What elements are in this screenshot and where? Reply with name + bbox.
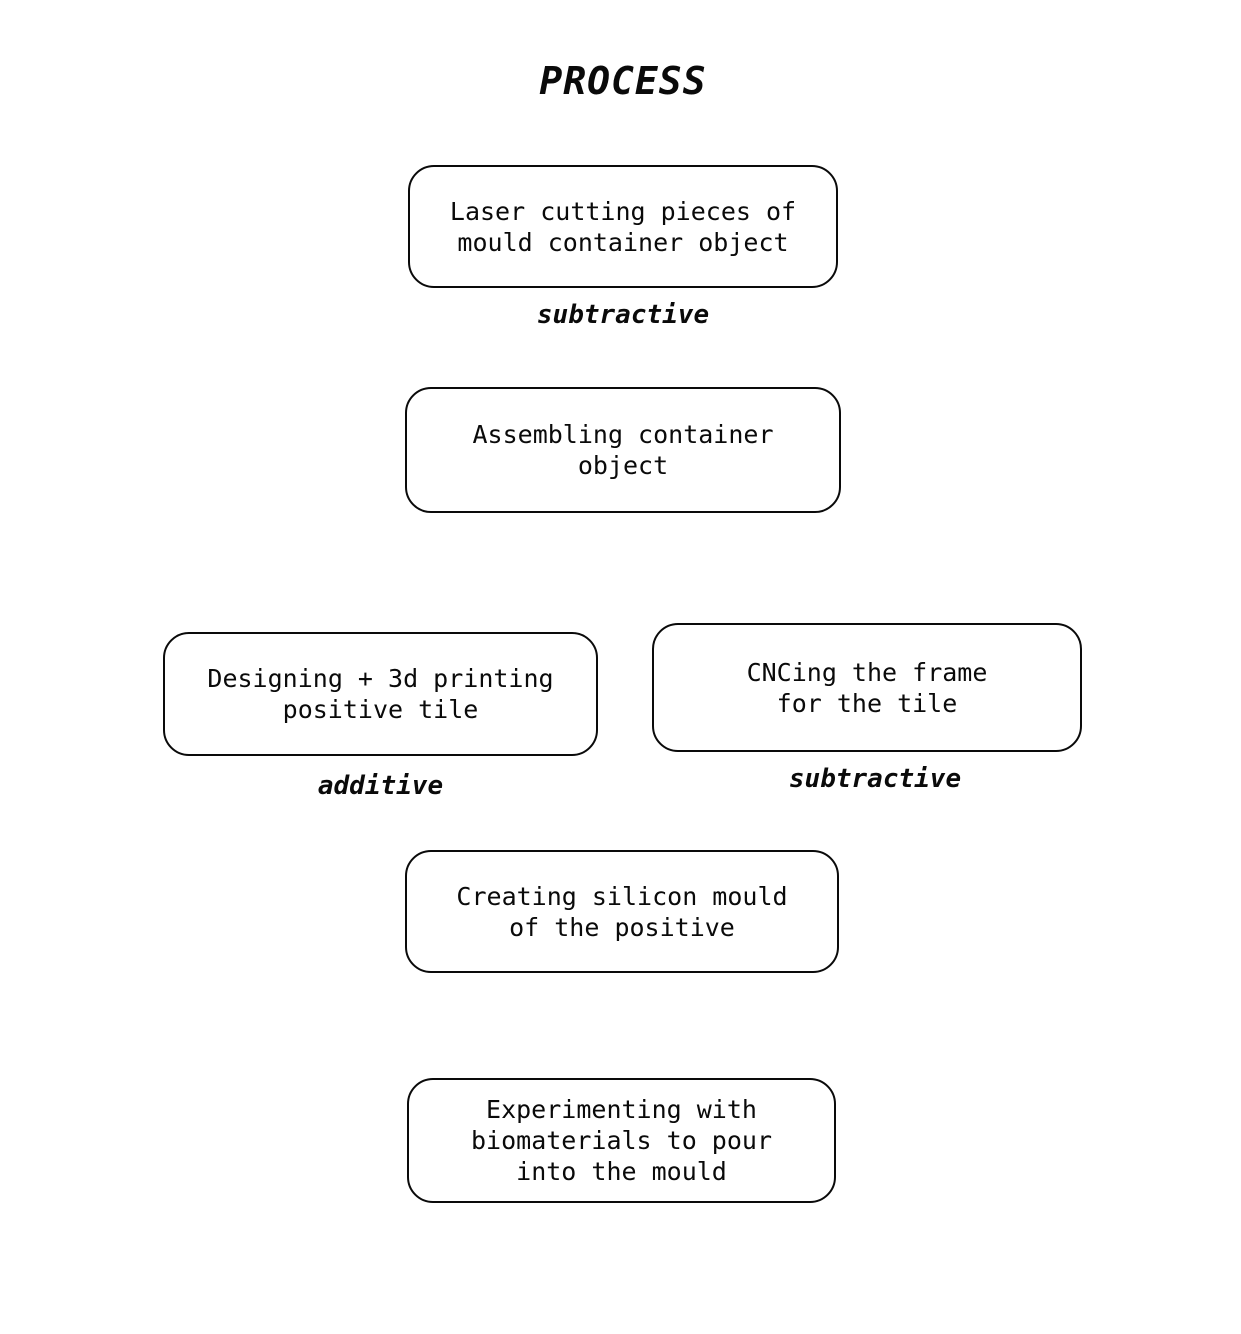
step-box-experimenting-biomaterials: Experimenting with biomaterials to pour … bbox=[407, 1078, 836, 1203]
step-text-laser-cutting: Laser cutting pieces of mould container … bbox=[449, 196, 797, 257]
step-text-designing-3d-printing: Designing + 3d printing positive tile bbox=[207, 664, 554, 724]
tag-subtractive-cncing: subtractive bbox=[788, 764, 962, 794]
step-box-designing-3d-printing: Designing + 3d printing positive tile bbox=[163, 632, 598, 756]
tag-subtractive-laser-cutting: subtractive bbox=[536, 300, 710, 330]
step-text-experimenting-biomaterials: Experimenting with biomaterials to pour … bbox=[470, 1095, 773, 1186]
step-text-silicon-mould: Creating silicon mould of the positive bbox=[456, 881, 788, 942]
step-box-laser-cutting: Laser cutting pieces of mould container … bbox=[408, 165, 838, 288]
step-box-assembling: Assembling container object bbox=[405, 387, 841, 513]
step-box-silicon-mould: Creating silicon mould of the positive bbox=[405, 850, 839, 973]
step-text-assembling: Assembling container object bbox=[472, 420, 774, 480]
diagram-title: PROCESS bbox=[539, 59, 707, 103]
step-box-cncing-frame: CNCing the frame for the tile bbox=[652, 623, 1082, 752]
step-text-cncing-frame: CNCing the frame for the tile bbox=[746, 657, 988, 718]
tag-additive-designing: additive bbox=[317, 771, 444, 801]
